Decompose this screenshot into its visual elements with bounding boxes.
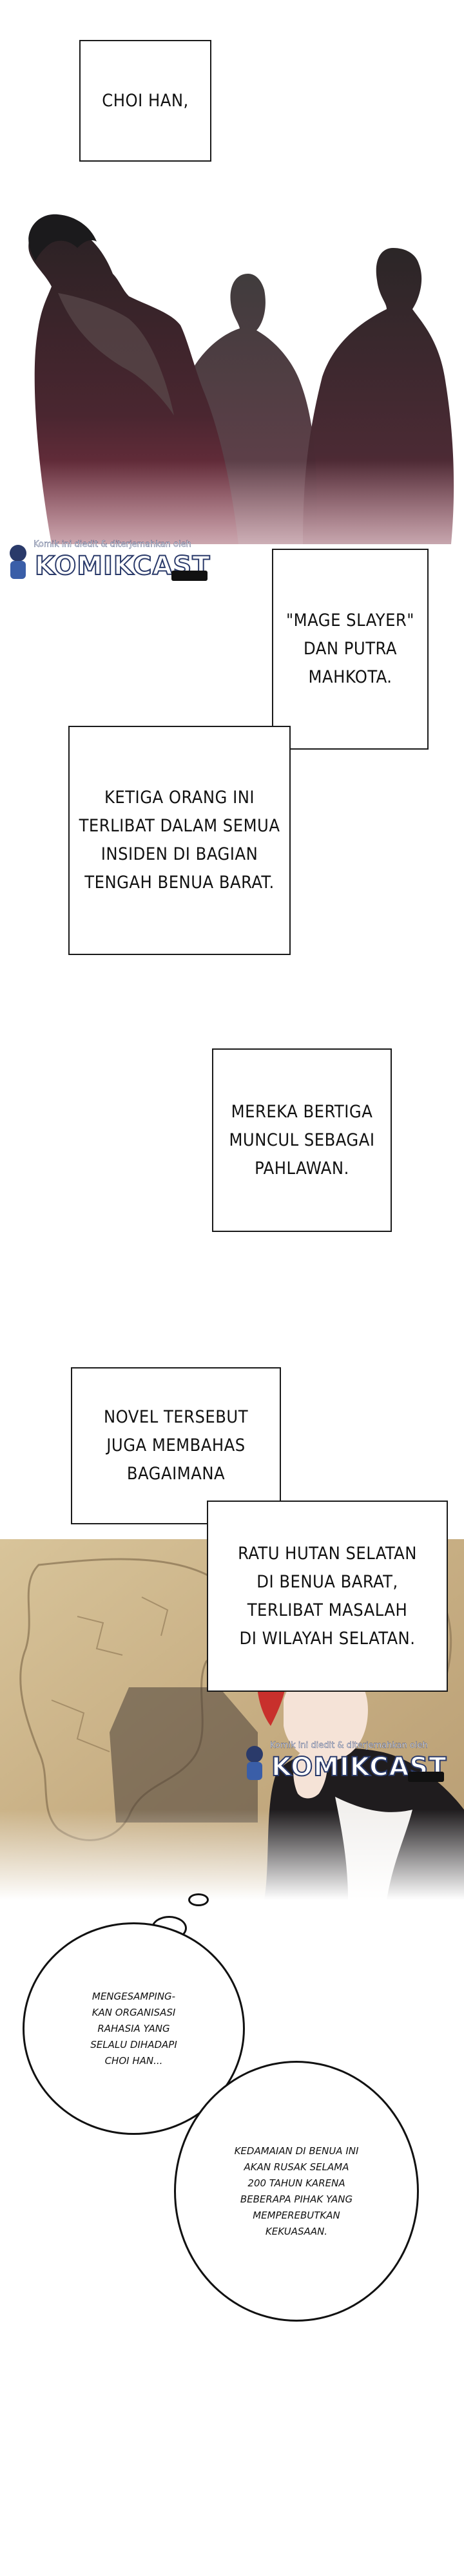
bubble-text: KEDAMAIAN DI BENUA INI AKAN RUSAK SELAMA… <box>234 2145 359 2237</box>
google-play-badge <box>408 1772 444 1782</box>
caption-text: CHOI HAN, <box>102 90 189 111</box>
caption-three-people: KETIGA ORANG INI TERLIBAT DALAM SEMUA IN… <box>68 726 291 955</box>
bubble-text: MENGESAMPING- KAN ORGANISASI RAHASIA YAN… <box>90 1990 177 2067</box>
caption-southern-queen: RATU HUTAN SELATAN DI BENUA BARAT, TERLI… <box>207 1501 448 1692</box>
watermark-small-text: Komik ini diedit & diterjemahkan oleh <box>270 1741 428 1750</box>
watermark-komikcast-2: Komik ini diedit & diterjemahkan oleh KO… <box>242 1741 454 1785</box>
thought-bubble-organization: MENGESAMPING- KAN ORGANISASI RAHASIA YAN… <box>23 1922 245 2135</box>
google-play-badge <box>171 571 208 581</box>
caption-choi-han: CHOI HAN, <box>79 40 211 162</box>
watermark-small-text: Komik ini diedit & diterjemahkan oleh <box>34 540 191 549</box>
caption-text: RATU HUTAN SELATAN DI BENUA BARAT, TERLI… <box>238 1543 417 1649</box>
caption-mage-slayer: "MAGE SLAYER" DAN PUTRA MAHKOTA. <box>272 549 429 750</box>
thought-dot-small <box>188 1893 209 1906</box>
caption-three-heroes: MEREKA BERTIGA MUNCUL SEBAGAI PAHLAWAN. <box>212 1048 392 1232</box>
watermark-mascot-icon <box>246 1746 263 1780</box>
caption-text: KETIGA ORANG INI TERLIBAT DALAM SEMUA IN… <box>79 788 280 893</box>
watermark-komikcast-1: Komik ini diedit & diterjemahkan oleh KO… <box>5 540 218 583</box>
caption-text: "MAGE SLAYER" DAN PUTRA MAHKOTA. <box>286 611 414 687</box>
watermark-mascot-icon <box>10 545 26 579</box>
caption-text: MEREKA BERTIGA MUNCUL SEBAGAI PAHLAWAN. <box>229 1101 375 1179</box>
thought-bubble-peace: KEDAMAIAN DI BENUA INI AKAN RUSAK SELAMA… <box>174 2061 419 2322</box>
caption-novel: NOVEL TERSEBUT JUGA MEMBAHAS BAGAIMANA <box>71 1367 281 1524</box>
caption-text: NOVEL TERSEBUT JUGA MEMBAHAS BAGAIMANA <box>103 1407 249 1484</box>
